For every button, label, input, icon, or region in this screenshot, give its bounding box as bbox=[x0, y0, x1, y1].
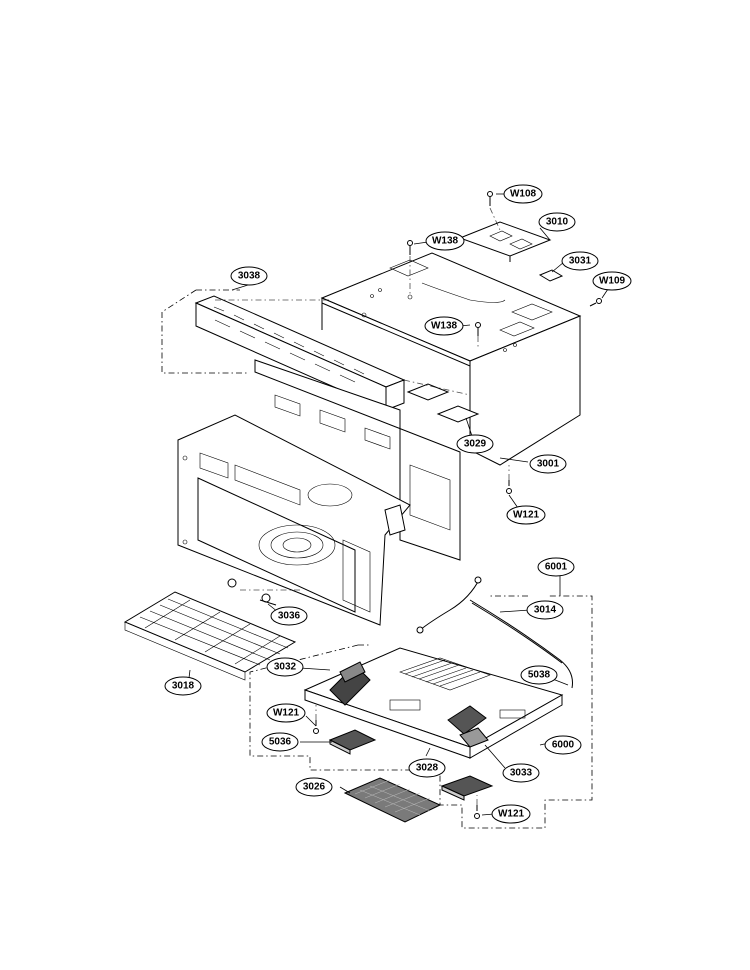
svg-text:3029: 3029 bbox=[464, 439, 487, 450]
part-3036-cluster bbox=[227, 578, 277, 606]
svg-text:W121: W121 bbox=[498, 809, 525, 820]
callout-3033: 3033 bbox=[502, 763, 540, 783]
harness-3014 bbox=[416, 576, 573, 689]
callout-3028: 3028 bbox=[408, 758, 446, 778]
callout-5036: 5036 bbox=[261, 732, 299, 752]
callout-w108: W108 bbox=[503, 184, 543, 204]
callout-3029: 3029 bbox=[456, 434, 494, 454]
callout-3018: 3018 bbox=[164, 676, 202, 696]
callout-3032: 3032 bbox=[266, 657, 304, 677]
svg-text:3001: 3001 bbox=[537, 459, 560, 470]
svg-text:3031: 3031 bbox=[569, 256, 592, 267]
svg-text:6000: 6000 bbox=[552, 740, 575, 751]
lamp-cover-right bbox=[440, 775, 494, 801]
svg-text:W108: W108 bbox=[510, 189, 537, 200]
callout-3036: 3036 bbox=[270, 606, 308, 626]
callout-w109: W109 bbox=[592, 271, 632, 291]
svg-text:3028: 3028 bbox=[416, 763, 439, 774]
tray-3018 bbox=[123, 591, 297, 681]
callout-3001: 3001 bbox=[529, 454, 567, 474]
lamp-socket-3032 bbox=[329, 661, 371, 706]
svg-text:3026: 3026 bbox=[303, 782, 326, 793]
air-guide-3010 bbox=[458, 221, 552, 262]
svg-text:W138: W138 bbox=[431, 321, 458, 332]
base-plate-6000 bbox=[303, 647, 564, 759]
svg-text:6001: 6001 bbox=[545, 562, 568, 573]
svg-text:W109: W109 bbox=[599, 276, 626, 287]
svg-text:3038: 3038 bbox=[238, 271, 261, 282]
bracket-3031 bbox=[538, 269, 564, 282]
svg-text:3033: 3033 bbox=[510, 768, 533, 779]
svg-text:3014: 3014 bbox=[534, 605, 557, 616]
callout-3031: 3031 bbox=[561, 251, 599, 271]
outer-case-3001 bbox=[320, 252, 582, 466]
svg-text:W121: W121 bbox=[513, 510, 540, 521]
lamp-holder-3033 bbox=[447, 705, 489, 748]
vent-grille-3038 bbox=[194, 295, 406, 411]
svg-text:3036: 3036 bbox=[278, 611, 301, 622]
callout-w121-lower: W121 bbox=[491, 804, 531, 824]
construction-lines bbox=[215, 207, 510, 805]
svg-text:W121: W121 bbox=[273, 708, 300, 719]
oven-cavity-chassis bbox=[177, 359, 461, 626]
svg-text:3010: 3010 bbox=[546, 217, 569, 228]
svg-text:5036: 5036 bbox=[269, 737, 292, 748]
callout-w121-left: W121 bbox=[266, 703, 306, 723]
callout-6000: 6000 bbox=[544, 735, 582, 755]
svg-text:3018: 3018 bbox=[172, 681, 195, 692]
filter-3026 bbox=[343, 777, 442, 823]
bracket-3029 bbox=[406, 383, 480, 423]
svg-text:5038: 5038 bbox=[528, 670, 551, 681]
callout-3014: 3014 bbox=[526, 600, 564, 620]
callout-w138-lower: W138 bbox=[424, 316, 464, 336]
svg-text:W138: W138 bbox=[432, 236, 459, 247]
callout-3026: 3026 bbox=[295, 777, 333, 797]
callout-5038: 5038 bbox=[520, 665, 558, 685]
callout-3010: 3010 bbox=[538, 212, 576, 232]
screws bbox=[313, 191, 602, 819]
callout-w138-upper: W138 bbox=[425, 231, 465, 251]
callout-w121-upper: W121 bbox=[506, 505, 546, 525]
callout-3038: 3038 bbox=[230, 266, 268, 286]
callout-6001: 6001 bbox=[537, 557, 575, 577]
lamp-cover-5036 bbox=[328, 729, 377, 755]
svg-text:3032: 3032 bbox=[274, 662, 297, 673]
